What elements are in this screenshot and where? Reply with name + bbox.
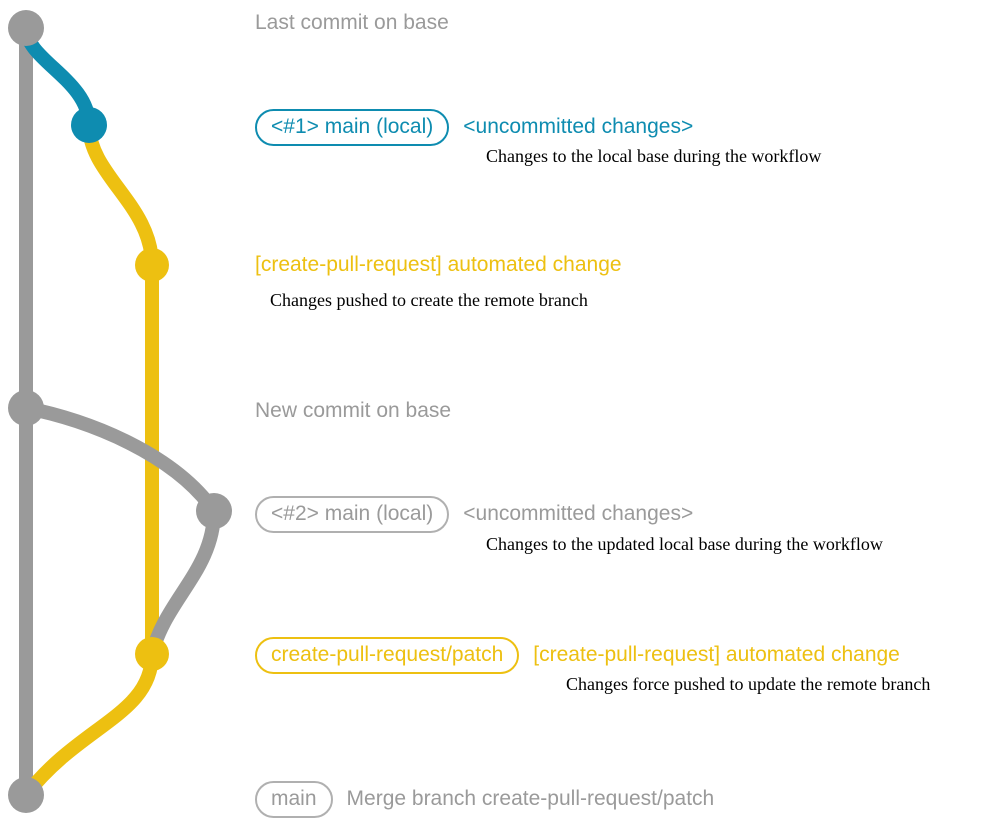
git-graph-svg	[8, 10, 232, 813]
commit-note-remote-2: Changes force pushed to update the remot…	[566, 674, 931, 694]
edge-local1-to-remote1	[82, 124, 159, 266]
edge-remote2-to-merge	[20, 653, 159, 800]
node-base-last-commit	[8, 10, 44, 46]
ref-badge-local-2[interactable]: <#2> main (local)	[255, 496, 450, 534]
node-base-merge-commit	[8, 777, 44, 813]
ref-badge-local-1[interactable]: <#1> main (local)	[255, 109, 450, 147]
commit-subject-remote-2: [create-pull-request] automated change	[533, 643, 900, 666]
edge-base-to-local2	[24, 401, 220, 516]
commit-subject-local-2: <uncommitted changes>	[463, 502, 694, 525]
commit-row-merge: main Merge branch create-pull-request/pa…	[255, 781, 715, 819]
commit-subject-remote-1: [create-pull-request] automated change	[255, 253, 622, 276]
node-base-new-commit	[8, 390, 44, 426]
node-local-2	[196, 493, 232, 529]
commit-subject-merge: Merge branch create-pull-request/patch	[346, 787, 715, 810]
node-remote-1	[135, 248, 169, 282]
commit-row-remote-2: create-pull-request/patch [create-pull-r…	[255, 637, 900, 675]
ref-badge-remote-2[interactable]: create-pull-request/patch	[255, 637, 520, 675]
heading-new-commit-on-base: New commit on base	[255, 399, 452, 422]
commit-row-remote-1: [create-pull-request] automated change	[255, 253, 622, 276]
node-remote-2	[135, 637, 169, 671]
commit-row-local-1: <#1> main (local) <uncommitted changes>	[255, 109, 694, 147]
ref-badge-main[interactable]: main	[255, 781, 333, 819]
commit-row-local-2: <#2> main (local) <uncommitted changes>	[255, 496, 694, 534]
commit-note-local-2: Changes to the updated local base during…	[486, 534, 883, 554]
node-local-1	[71, 107, 107, 143]
edge-local2-to-remote2	[145, 510, 221, 656]
commit-subject-local-1: <uncommitted changes>	[463, 115, 694, 138]
commit-note-local-1: Changes to the local base during the wor…	[486, 146, 822, 166]
commit-note-remote-1: Changes pushed to create the remote bran…	[270, 290, 588, 310]
heading-last-commit-on-base: Last commit on base	[255, 11, 449, 34]
